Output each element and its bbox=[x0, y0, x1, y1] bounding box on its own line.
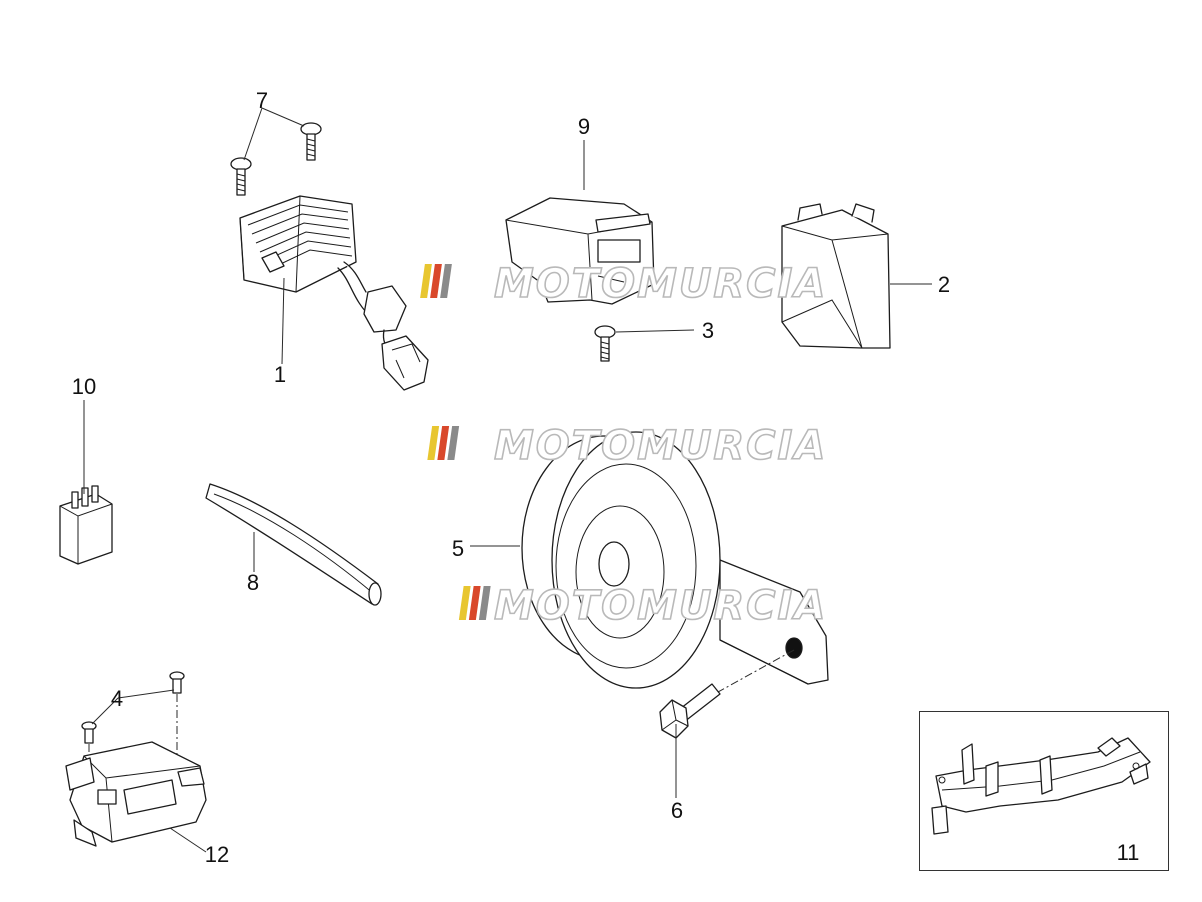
control-unit bbox=[65, 741, 207, 847]
callout-1: 1 bbox=[274, 362, 286, 387]
callout-12: 12 bbox=[205, 842, 229, 867]
callout-10: 10 bbox=[72, 374, 96, 399]
watermark-text-1: MOTOMURCIA bbox=[494, 261, 827, 307]
screw-4a bbox=[169, 671, 185, 694]
screw-7a bbox=[230, 157, 252, 196]
flasher-unit bbox=[505, 197, 655, 305]
watermark-2: MOTOMURCIA bbox=[427, 422, 827, 470]
callout-3: 3 bbox=[702, 318, 714, 343]
horn bbox=[521, 431, 829, 689]
callout-5: 5 bbox=[452, 536, 464, 561]
bolt-6 bbox=[659, 683, 721, 739]
screw-3 bbox=[594, 325, 616, 362]
callout-9: 9 bbox=[578, 114, 590, 139]
voltage-regulator bbox=[239, 195, 429, 391]
callout-11: 11 bbox=[1117, 840, 1140, 865]
watermark-text-3: MOTOMURCIA bbox=[494, 583, 827, 629]
watermark-1: MOTOMURCIA bbox=[420, 260, 827, 308]
horn-axis-line bbox=[699, 649, 795, 703]
callout-7: 7 bbox=[256, 88, 268, 113]
rubber-strip bbox=[205, 483, 382, 606]
callout-2: 2 bbox=[938, 272, 950, 297]
screw-7b bbox=[300, 122, 322, 161]
watermark-3: MOTOMURCIA bbox=[458, 582, 827, 630]
screw-4b bbox=[81, 721, 97, 744]
bracket bbox=[931, 737, 1151, 835]
callout-8: 8 bbox=[247, 570, 259, 595]
relay-box bbox=[781, 203, 891, 349]
small-relay bbox=[59, 485, 113, 565]
callout-4: 4 bbox=[111, 686, 123, 711]
leader-lines bbox=[83, 107, 932, 853]
watermark-text-2: MOTOMURCIA bbox=[494, 423, 827, 469]
callout-6: 6 bbox=[671, 798, 683, 823]
